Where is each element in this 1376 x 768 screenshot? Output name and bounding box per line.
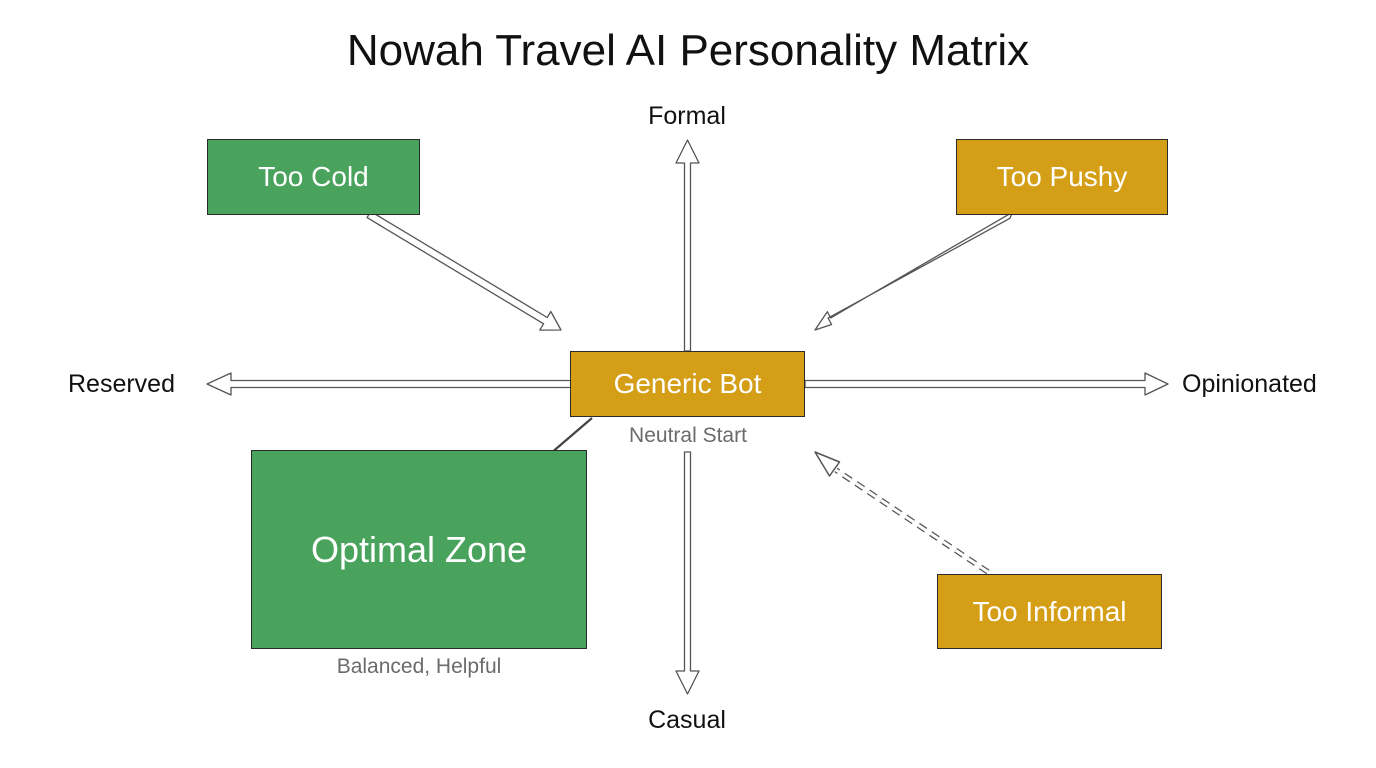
node-too-pushy: Too Pushy (956, 139, 1168, 215)
axis-label-opinionated: Opinionated (1182, 370, 1317, 398)
node-optimal-zone: Optimal Zone (251, 450, 587, 649)
node-too-informal: Too Informal (937, 574, 1162, 649)
caption-neutral-start: Neutral Start (629, 424, 747, 447)
arrow-too-informal-to-center (814, 451, 990, 575)
diagram-title: Nowah Travel AI Personality Matrix (346, 26, 1030, 75)
axis-label-formal: Formal (648, 102, 726, 130)
node-generic-bot: Generic Bot (570, 351, 805, 417)
arrow-too-pushy-to-center (814, 211, 1014, 331)
axis-label-reserved: Reserved (68, 370, 175, 398)
axis-label-casual: Casual (648, 706, 726, 734)
axis-arrow-reserved (206, 372, 572, 396)
axis-arrow-casual (675, 451, 700, 695)
axis-arrow-formal (675, 139, 700, 352)
caption-balanced-helpful: Balanced, Helpful (336, 655, 502, 678)
axis-arrow-opinionated (804, 372, 1169, 396)
node-too-cold: Too Cold (207, 139, 420, 215)
arrow-too-cold-to-center (366, 210, 562, 331)
